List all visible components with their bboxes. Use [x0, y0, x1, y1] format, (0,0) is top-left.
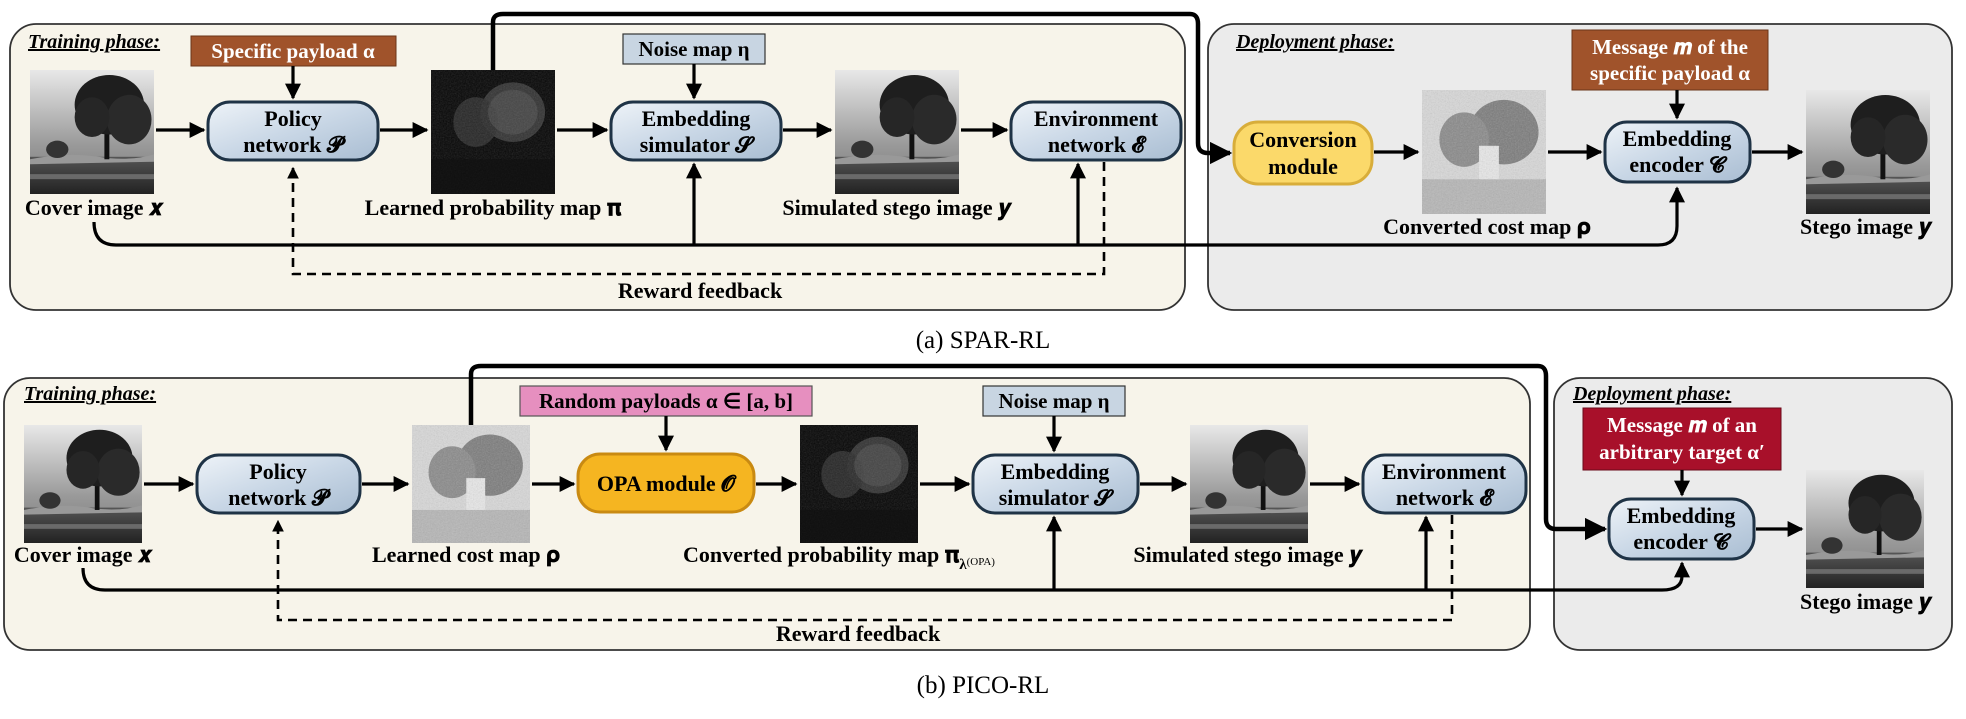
encoder-line1-b: Embedding	[1627, 503, 1736, 528]
simulated-stego-label-a: Simulated stego image 𝒚	[782, 195, 1013, 221]
message-line2-a: specific payload α	[1590, 61, 1750, 85]
environment-network-node-b	[1361, 453, 1528, 515]
message-box-a	[1571, 29, 1769, 91]
noise-map-label-b: Noise map η	[998, 389, 1109, 413]
conversion-line2: module	[1268, 154, 1338, 179]
stego-image-icon-b	[1806, 470, 1924, 588]
env-line1-b: Environment	[1382, 459, 1507, 484]
converted-prob-map-text: Converted probability map 𝛑	[683, 542, 960, 567]
connectors-a	[92, 11, 1804, 276]
training-phase-panel-b	[3, 377, 1531, 651]
conversion-module-node	[1232, 120, 1374, 186]
probability-map-icon-b	[800, 425, 918, 543]
policy-line2-b: network 𝓟	[228, 485, 331, 510]
reward-feedback-label-b: Reward feedback	[776, 621, 941, 646]
caption-a: (a) SPAR-RL	[916, 327, 1051, 354]
deployment-phase-panel-a	[1207, 23, 1953, 311]
reward-feedback-label-a: Reward feedback	[618, 278, 783, 303]
converted-cost-map-label: Converted cost map 𝛒	[1383, 214, 1591, 239]
message-line2-b: arbitrary target α′	[1599, 440, 1765, 464]
stego-image-label-b: Stego image 𝒚	[1800, 589, 1934, 615]
stego-image-icon-a	[1806, 90, 1930, 214]
stego-image-label-a: Stego image 𝒚	[1800, 214, 1934, 240]
noise-map-label-a: Noise map η	[638, 37, 749, 61]
embedding-simulator-node-b	[971, 453, 1140, 515]
policy-line1-a: Policy	[264, 106, 321, 131]
connectors-b	[81, 363, 1804, 622]
converted-prob-map-superscript: (OPA)	[967, 556, 996, 568]
message-line1-b: Message 𝒎 of an	[1607, 413, 1757, 437]
message-box-b	[1582, 407, 1782, 471]
converted-prob-map-subscript: λ	[959, 557, 967, 573]
policy-network-node-b	[195, 453, 362, 515]
learned-cost-map-label: Learned cost map 𝛒	[372, 542, 560, 567]
env-line2-a: network 𝓔	[1048, 132, 1148, 157]
encoder-line1-a: Embedding	[1623, 126, 1732, 151]
panel-a: Training phase: Deployment phase: Specif…	[9, 11, 1953, 354]
training-phase-panel-a	[9, 23, 1186, 311]
random-payloads-label: Random payloads α ∈ [a, b]	[539, 389, 793, 413]
policy-line2-a: network 𝓟	[243, 132, 346, 157]
opa-label: OPA module 𝓞	[597, 471, 737, 496]
message-line1-a: Message 𝒎 of the	[1592, 35, 1748, 59]
policy-network-node-a	[206, 100, 380, 162]
training-phase-label: Training phase:	[28, 31, 160, 53]
env-line1-a: Environment	[1034, 106, 1159, 131]
caption-b: (b) PICO-RL	[917, 672, 1050, 699]
panel-b: Training phase: Deployment phase: Random…	[3, 363, 1953, 699]
simulated-stego-image-icon-b	[1190, 425, 1308, 543]
embsim-line1-b: Embedding	[1001, 459, 1110, 484]
encoder-line2-a: encoder 𝓒	[1629, 152, 1728, 177]
embsim-line1-a: Embedding	[642, 106, 751, 131]
deployment-phase-label: Deployment phase:	[1235, 31, 1394, 53]
env-line2-b: network 𝓔	[1396, 485, 1496, 510]
embsim-line2-b: simulator 𝓢	[999, 485, 1115, 510]
embsim-line2-a: simulator 𝓢	[640, 132, 756, 157]
environment-network-node-a	[1009, 100, 1183, 162]
specific-payload-box	[190, 35, 397, 67]
converted-prob-map-label: Converted probability map 𝛑λ(OPA)	[683, 542, 995, 573]
embedding-encoder-node-b	[1607, 497, 1756, 561]
conversion-line1: Conversion	[1249, 127, 1357, 152]
cost-map-icon-b	[412, 425, 530, 543]
simulated-stego-label-b: Simulated stego image 𝒚	[1133, 542, 1364, 568]
policy-line1-b: Policy	[249, 459, 306, 484]
encoder-line2-b: encoder 𝓒	[1633, 529, 1732, 554]
noise-map-box-b	[982, 385, 1126, 417]
cover-image-label-b: Cover image 𝒙	[14, 542, 154, 567]
random-payloads-box	[519, 385, 813, 417]
cost-map-icon-a	[1422, 90, 1546, 214]
cover-image-icon-a	[30, 70, 154, 194]
learned-prob-map-label: Learned probability map 𝛑	[365, 195, 622, 220]
cover-image-icon-b	[24, 425, 142, 543]
noise-map-box-a	[622, 33, 766, 65]
probability-map-icon-a	[431, 70, 555, 194]
deployment-phase-label-b: Deployment phase:	[1572, 383, 1731, 405]
specific-payload-label: Specific payload α	[211, 39, 375, 63]
embedding-encoder-node-a	[1603, 120, 1752, 184]
training-phase-label-b: Training phase:	[24, 383, 156, 405]
embedding-simulator-node-a	[609, 100, 783, 162]
cover-image-label-a: Cover image 𝒙	[25, 195, 165, 220]
opa-module-node	[576, 452, 756, 514]
simulated-stego-image-icon-a	[835, 70, 959, 194]
